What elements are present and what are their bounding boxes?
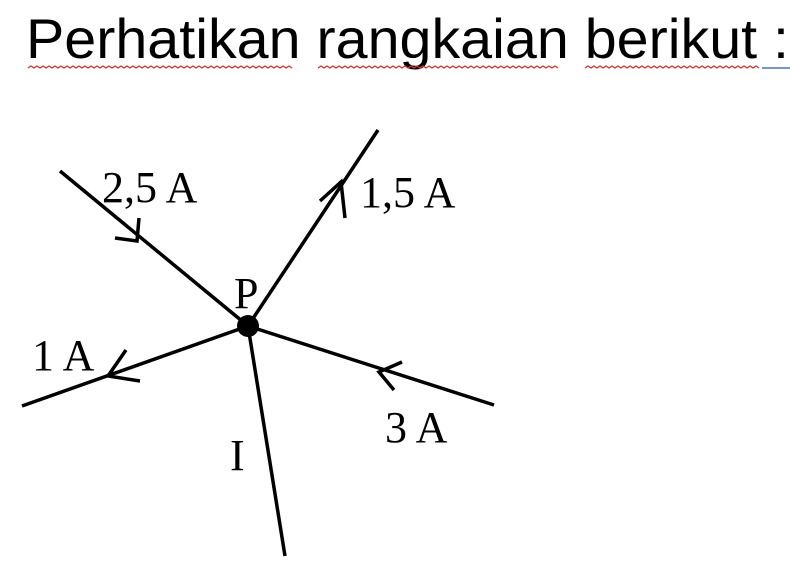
spellcheck-underline-2 <box>317 65 559 69</box>
current-label-top-right: 1,5 A <box>360 168 456 217</box>
wire-top-right <box>246 129 380 327</box>
junction-label: P <box>234 269 258 318</box>
arrow-left-icon <box>104 349 141 383</box>
spellcheck-underline-1 <box>27 65 293 69</box>
wire-right <box>247 324 495 407</box>
spellcheck-underline-3 <box>584 65 760 69</box>
arrow-top-right-icon <box>318 178 347 219</box>
arrow-top-left-icon <box>114 217 141 243</box>
wire-left <box>21 324 249 408</box>
current-label-top-left: 2,5 A <box>102 163 198 212</box>
current-label-left: 1 A <box>32 331 95 380</box>
current-label-unknown: I <box>230 431 245 480</box>
wire-bottom <box>246 325 287 557</box>
page-title: Perhatikan rangkaian berikut : <box>26 7 789 70</box>
arrow-right-icon <box>376 360 403 392</box>
junction-node-p <box>237 315 259 337</box>
current-label-right: 3 A <box>385 403 448 452</box>
wire-top-left <box>58 169 250 328</box>
